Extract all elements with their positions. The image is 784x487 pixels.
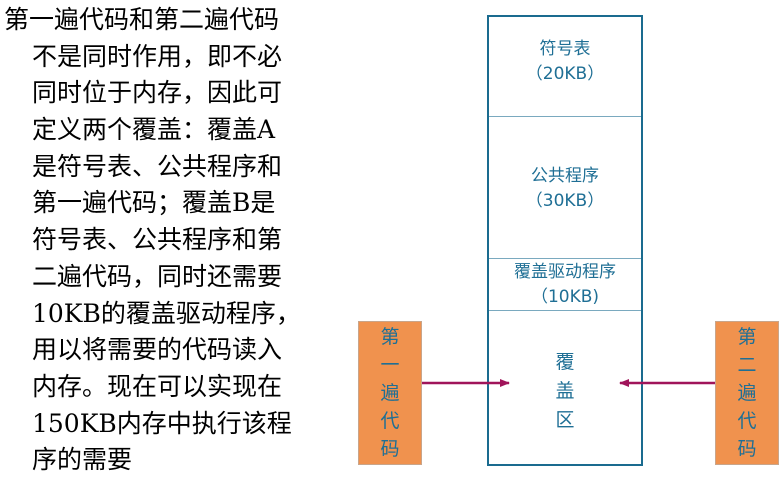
explanation-line: 10KB的覆盖驱动程序， (32, 298, 301, 328)
pass1-char: 遍 (380, 382, 400, 404)
pass2-code-box: 第 二 遍 代 码 (715, 321, 779, 465)
memory-layout: 符号表 （20KB） 公共程序 （30KB） 覆盖驱动程序 （10KB) 覆 盖… (487, 15, 643, 466)
pass2-char: 代 (737, 410, 757, 432)
explanation-line: 用以将需要的代码读入 (32, 335, 283, 365)
explanation-line: 第一遍代码；覆盖B是 (32, 188, 276, 218)
pass2-char: 第 (737, 326, 757, 348)
overlay-area-char: 区 (555, 409, 575, 431)
pass1-char: 码 (380, 438, 400, 460)
overlay-area-char: 覆 (555, 351, 575, 373)
explanation-text: 第一遍代码和第二遍代码 不是同时作用，即不必 同时位于内存，因此可 定义两个覆盖… (4, 2, 332, 479)
explanation-line: 同时位于内存，因此可 (32, 78, 283, 108)
overlay-area-block: 覆 盖 区 (489, 311, 641, 466)
pass1-char: 第 (380, 326, 400, 348)
overlay-area-char: 盖 (555, 380, 575, 402)
symbol-table-size: （20KB） (525, 64, 605, 84)
pass2-char: 二 (737, 354, 757, 376)
explanation-line: 定义两个覆盖：覆盖A (32, 115, 276, 145)
explanation-line: 是符号表、公共程序和 (32, 151, 283, 181)
explanation-line: 第一遍代码和第二遍代码 (4, 5, 280, 34)
common-routines-size: （30KB） (525, 191, 605, 211)
pass2-char: 码 (737, 438, 757, 460)
pass1-char: 一 (380, 354, 400, 376)
pass2-char: 遍 (737, 382, 757, 404)
pass1-code-box: 第 一 遍 代 码 (358, 321, 422, 465)
overlay-driver-block: 覆盖驱动程序 （10KB) (489, 259, 641, 311)
explanation-line: 符号表、公共程序和第 (32, 225, 283, 255)
common-routines-block: 公共程序 （30KB） (489, 117, 641, 259)
explanation-line: 150KB内存中执行该程 (32, 408, 292, 438)
pass1-char: 代 (380, 410, 400, 432)
overlay-driver-label: 覆盖驱动程序 (514, 262, 616, 282)
overlay-driver-size: （10KB) (530, 287, 600, 307)
explanation-line: 二遍代码，同时还需要 (32, 261, 283, 291)
explanation-line: 不是同时作用，即不必 (32, 41, 283, 71)
symbol-table-block: 符号表 （20KB） (489, 17, 641, 117)
common-routines-label: 公共程序 (531, 166, 599, 186)
explanation-line: 序的需要 (32, 445, 133, 475)
explanation-line: 内存。现在可以实现在 (32, 371, 283, 401)
symbol-table-label: 符号表 (539, 39, 591, 59)
